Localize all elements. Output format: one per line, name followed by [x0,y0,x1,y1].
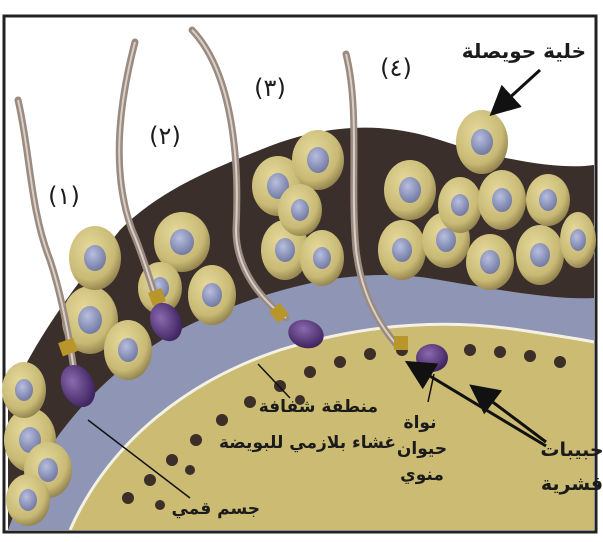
svg-text:حيوان: حيوان [397,439,447,459]
svg-text:منوي: منوي [400,465,444,485]
stage-4-label: (٤) [380,54,412,82]
stage-1-label: (١) [48,182,80,210]
svg-text:حبيبات: حبيبات [540,439,603,461]
follicle-cell-label: خلية حويصلة [462,39,586,63]
stage-3-label: (٣) [254,74,286,102]
zona-pellucida-label: منطقة شفافة [259,397,378,417]
plasma-membrane-label: غشاء بلازمي للبويضة [219,433,396,453]
acrosome-label: جسم قمي [171,499,260,519]
stage-2-label: (٢) [149,122,181,150]
svg-text:نواة: نواة [404,413,437,433]
svg-text:قشرية: قشرية [541,473,603,495]
